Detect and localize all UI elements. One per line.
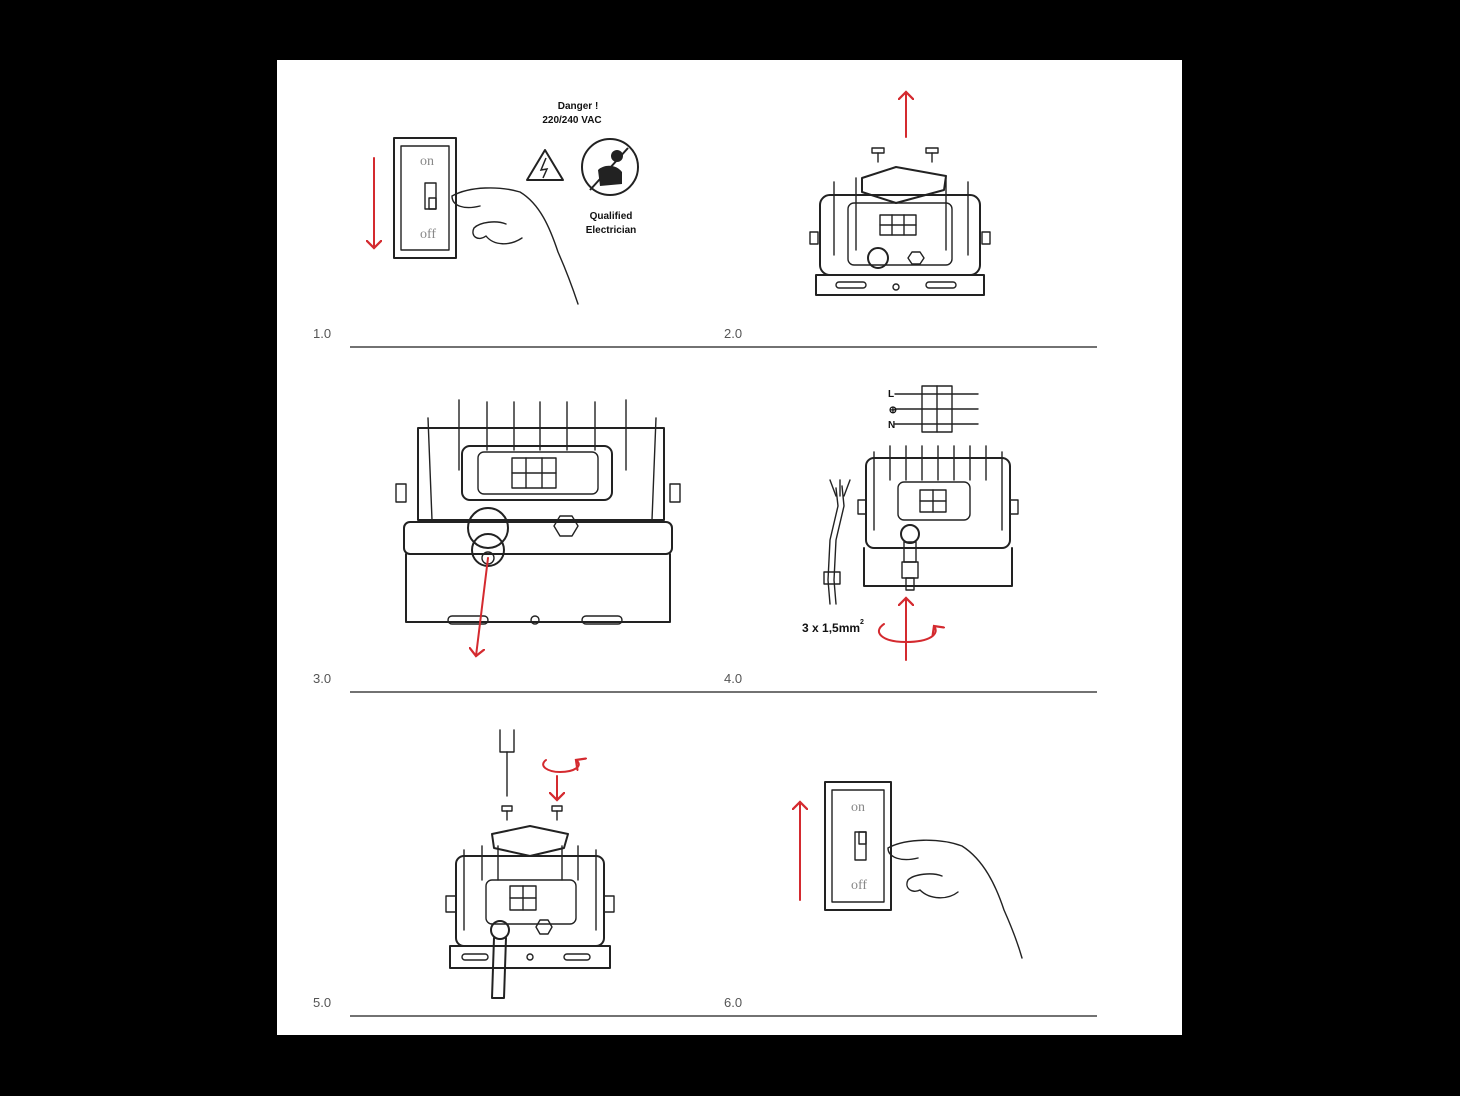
step-2-remove-cover bbox=[809, 92, 991, 296]
floodlight-body bbox=[809, 177, 991, 296]
screw-icon bbox=[551, 805, 563, 821]
instruction-sheet: 1.0 2.0 3.0 4.0 5.0 6.0 on off Danger ! … bbox=[277, 60, 1182, 1035]
floodlight-body bbox=[395, 399, 681, 625]
wire-spec-superscript: 2 bbox=[860, 619, 864, 626]
step-number-5: 5.0 bbox=[313, 995, 331, 1010]
step-4-connect-wires: L ⊕ N bbox=[802, 385, 1019, 661]
step-number-2: 2.0 bbox=[724, 326, 742, 341]
hand-icon bbox=[451, 187, 579, 305]
electrician-icon bbox=[581, 138, 639, 196]
switch-off-label: off bbox=[851, 878, 867, 893]
voltage-label: 220/240 VAC bbox=[542, 115, 601, 126]
step-1-power-off: on off Danger ! 220/240 VAC Qualified El… bbox=[374, 101, 639, 305]
rotate-icon bbox=[878, 623, 936, 643]
screw-icon bbox=[871, 147, 885, 163]
wire-spec-label: 3 x 1,5mm bbox=[802, 621, 860, 635]
step-number-1: 1.0 bbox=[313, 326, 331, 341]
floodlight-body bbox=[857, 445, 1019, 591]
electrician-label: Electrician bbox=[586, 225, 637, 236]
wall-switch: on off bbox=[824, 781, 892, 911]
step-number-6: 6.0 bbox=[724, 995, 742, 1010]
floodlight-body bbox=[445, 845, 615, 969]
step-number-4: 4.0 bbox=[724, 671, 742, 686]
screw-icon bbox=[925, 147, 939, 163]
qualified-label: Qualified bbox=[590, 211, 633, 222]
cable-icon bbox=[823, 479, 851, 605]
arrow-down-icon bbox=[476, 557, 489, 656]
step-3-remove-gland bbox=[395, 399, 681, 656]
step-6-power-on: on off bbox=[800, 781, 1023, 959]
junction-box-cover bbox=[861, 166, 947, 204]
step-number-3: 3.0 bbox=[313, 671, 331, 686]
screw-icon bbox=[501, 805, 513, 821]
screwdriver-icon bbox=[499, 729, 515, 797]
terminal-label-live: L bbox=[888, 389, 894, 400]
terminal-label-earth: ⊕ bbox=[889, 405, 897, 416]
high-voltage-warning-icon bbox=[526, 149, 564, 181]
danger-label: Danger ! bbox=[558, 101, 599, 112]
switch-on-label: on bbox=[420, 154, 434, 169]
terminal-block: L ⊕ N bbox=[888, 385, 979, 433]
terminal-label-neutral: N bbox=[888, 420, 895, 431]
switch-off-label: off bbox=[420, 227, 436, 242]
switch-on-label: on bbox=[851, 800, 865, 815]
wall-switch: on off bbox=[393, 137, 457, 259]
junction-box-cover bbox=[491, 825, 569, 857]
cable-icon bbox=[490, 920, 510, 999]
step-5-reattach-cover bbox=[445, 729, 615, 999]
rotate-icon bbox=[542, 760, 579, 773]
hand-icon bbox=[887, 839, 1023, 959]
